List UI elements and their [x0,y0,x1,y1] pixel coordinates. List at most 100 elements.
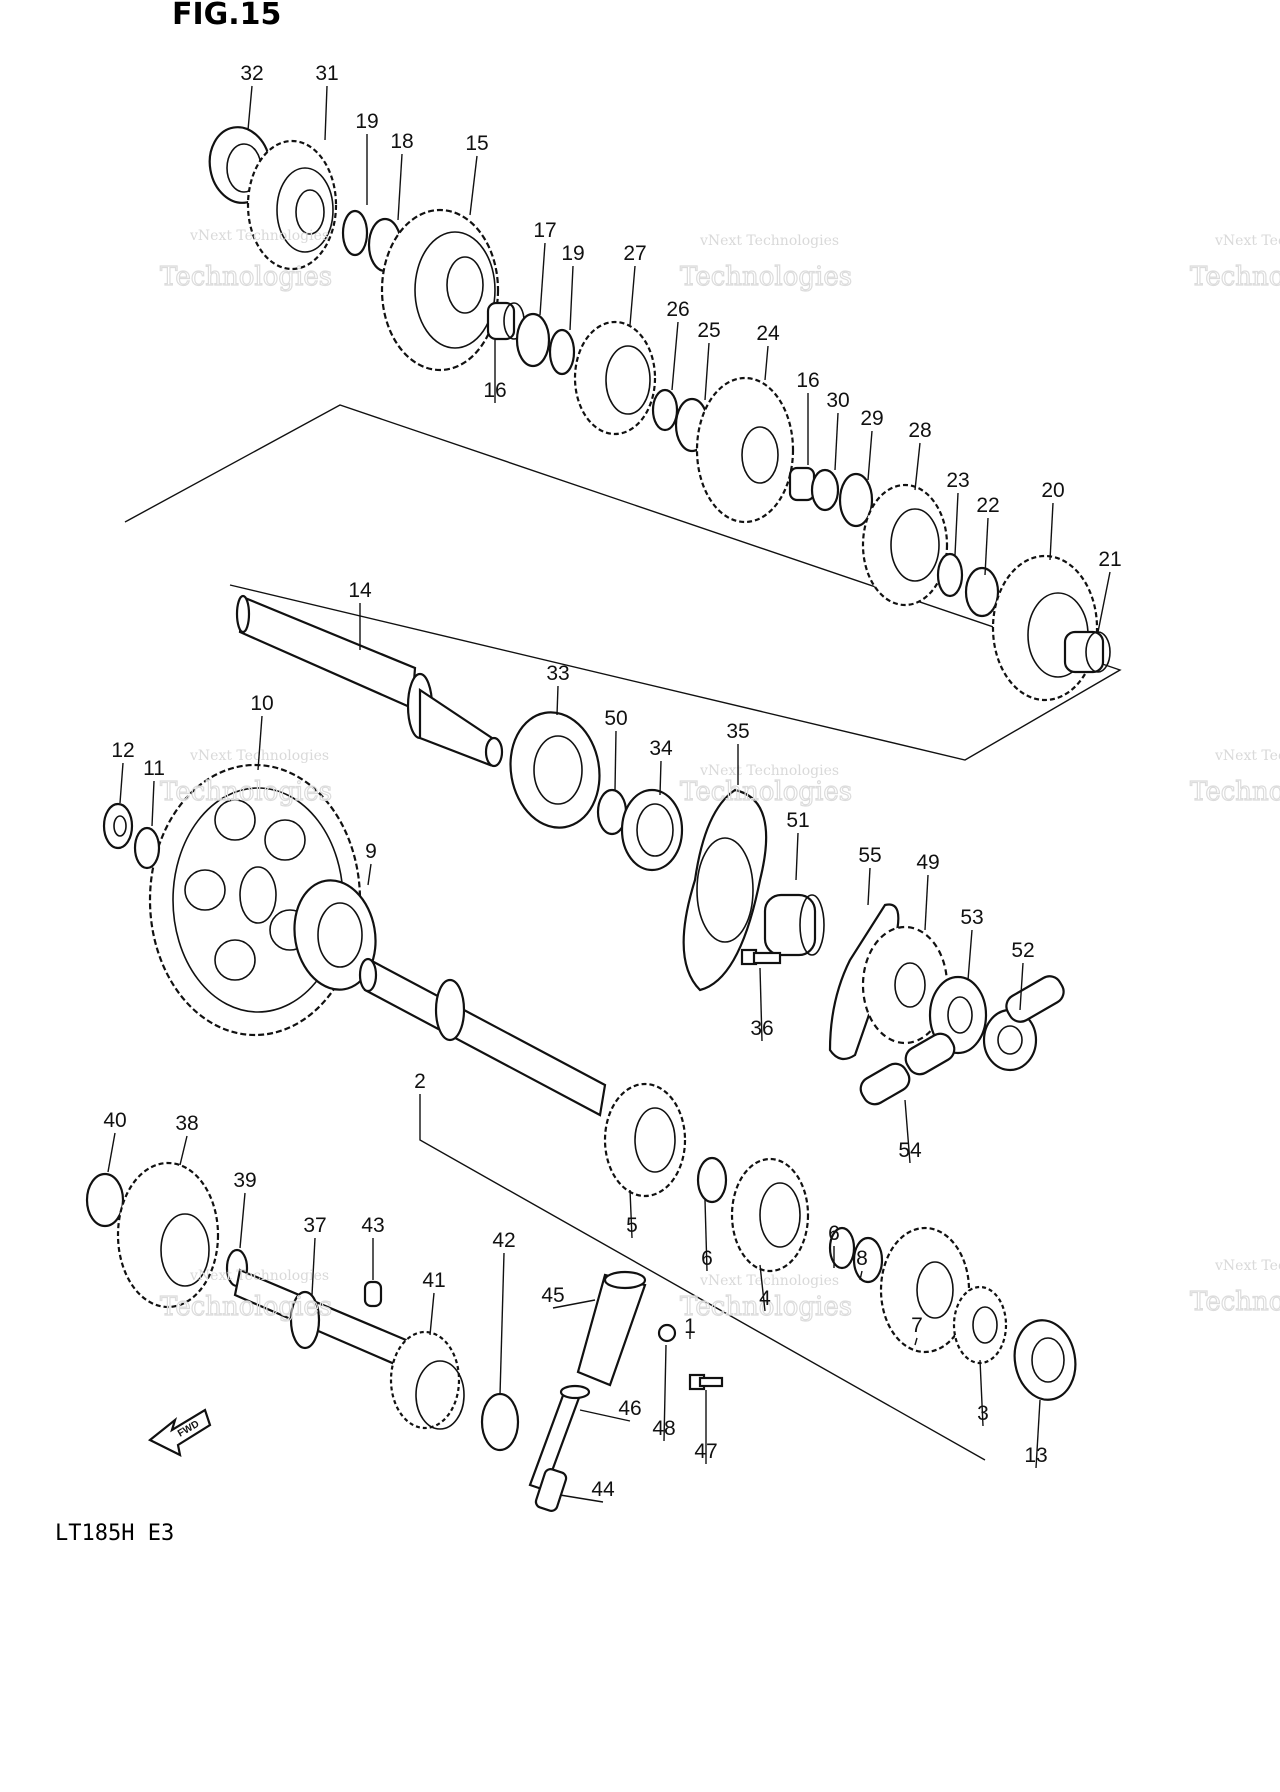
part-number-21: 21 [1098,548,1121,571]
circlip-11 [133,826,161,870]
part-number-36: 36 [750,1017,773,1040]
leader-line-42 [499,1252,505,1396]
leader-line-21 [1097,571,1111,633]
leader-line-34 [659,760,662,796]
leader-line-39 [239,1192,246,1249]
washer-29 [838,472,874,528]
leader-line-26 [671,321,679,391]
leader-line-15 [469,155,478,216]
chain-54 [859,975,1065,1106]
bolt-36 [740,948,782,966]
part-number-41: 41 [422,1269,445,1292]
part-number-39: 39 [233,1169,256,1192]
part-number-52: 52 [1011,939,1034,962]
part-number-24: 24 [756,322,780,345]
leader-line-41 [429,1292,435,1336]
leader-line-13 [1035,1399,1041,1469]
leader-line-23 [954,492,959,556]
leader-line-31 [324,85,328,141]
washer-17 [515,312,551,368]
leader-line-38 [179,1135,188,1166]
svg-text:Technologies: Technologies [680,262,852,292]
gear-3 [952,1285,1008,1365]
gear-20 [991,554,1099,702]
part-number-11: 11 [143,757,165,780]
part-number-54: 54 [898,1139,922,1162]
oil-seal-34 [620,788,684,872]
washer-40 [85,1172,125,1228]
fwd-arrow: FWD [147,1408,212,1457]
svg-text:Technologies: Technologies [1190,1287,1280,1317]
leader-line-40 [107,1132,116,1173]
leader-line-3 [979,1359,984,1427]
circlip-19 [548,328,576,376]
spacer-51 [763,893,825,957]
retainer-35 [682,788,768,992]
svg-text:vNext Technologies: vNext Technologies [699,1273,839,1289]
leader-line-9 [367,863,372,886]
leader-line-52 [1019,962,1024,1011]
leader-line-17 [539,242,546,316]
pin-43 [363,1280,383,1308]
leader-line-22 [984,517,989,576]
svg-text:Technologies: Technologies [160,1292,332,1322]
svg-text:vNext Technologies: vNext Technologies [1214,1258,1280,1274]
bolt-47 [688,1373,724,1391]
leader-line-28 [914,442,921,491]
part-number-28: 28 [908,419,931,442]
part-number-12: 12 [111,739,134,762]
svg-text:Technologies: Technologies [1190,777,1280,807]
part-number-4: 4 [759,1287,771,1310]
gear-31 [246,139,338,271]
washer-19 [341,209,369,257]
washer-8 [852,1236,884,1284]
bushing-16 [486,301,525,341]
part-number-17: 17 [533,219,556,242]
part-number-45: 45 [541,1284,564,1307]
part-number-31: 31 [315,62,338,85]
part-number-7: 7 [911,1314,923,1337]
svg-text:vNext Technologies: vNext Technologies [189,1268,329,1284]
leader-line-19 [569,265,574,331]
part-number-6: 6 [828,1222,840,1245]
part-number-35: 35 [726,720,749,743]
part-number-6: 6 [701,1247,713,1270]
circlip-6b [828,1226,856,1270]
leader-line-37 [311,1237,316,1296]
figure-title: FIG.15 [172,0,281,32]
part-number-48: 48 [652,1417,675,1440]
gear-4 [730,1157,810,1273]
gear-28 [861,483,949,607]
leader-line-5 [629,1189,633,1239]
part-number-47: 47 [694,1440,717,1463]
gear-41 [389,1330,465,1430]
washer-22 [964,566,1000,618]
leader-line-32 [247,85,253,131]
part-number-43: 43 [361,1214,384,1237]
part-number-13: 13 [1024,1444,1047,1467]
leader-line-33 [556,685,559,716]
watermark-center: vNext Technologies Technologies vNext Te… [159,228,1280,1323]
part-number-55: 55 [858,844,881,867]
part-number-16: 16 [796,369,819,392]
gear-24 [695,376,795,524]
part-number-29: 29 [860,407,883,430]
leader-line-18 [397,153,403,221]
leader-line-12 [119,762,124,804]
gear-44 [528,1388,582,1512]
part-number-22: 22 [976,494,999,517]
svg-text:Technologies: Technologies [1190,262,1280,292]
bearing-9 [293,879,377,991]
part-number-27: 27 [623,242,646,265]
part-number-26: 26 [666,298,689,321]
leader-line-6 [704,1199,708,1272]
part-number-19: 19 [355,110,378,133]
part-number-51: 51 [786,809,809,832]
circlip-23 [936,552,964,598]
countershaft-14 [235,594,504,768]
part-number-14: 14 [348,579,372,602]
part-number-10: 10 [250,692,273,715]
svg-text:Technologies: Technologies [160,777,332,807]
circlip-6 [696,1156,728,1204]
